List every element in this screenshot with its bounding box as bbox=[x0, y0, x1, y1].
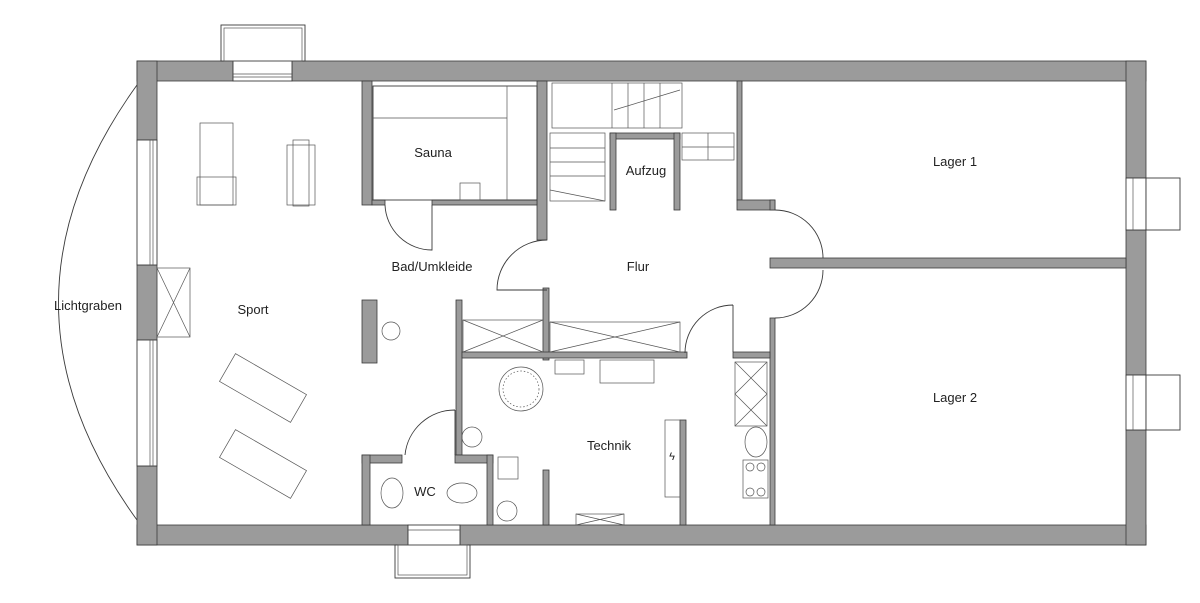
doors[interactable] bbox=[384, 204, 824, 456]
interior-walls bbox=[361, 80, 1127, 526]
room-label-wc: WC bbox=[414, 484, 436, 499]
windows bbox=[136, 24, 1181, 579]
staircase bbox=[549, 82, 735, 202]
room-label-lager-2: Lager 2 bbox=[933, 390, 977, 405]
fixtures: ϟ bbox=[196, 122, 769, 522]
room-label-sauna: Sauna bbox=[414, 145, 452, 160]
room-label-flur: Flur bbox=[627, 259, 650, 274]
outer-walls bbox=[136, 60, 1147, 546]
room-label-lichtgraben: Lichtgraben bbox=[54, 298, 122, 313]
electric-icon: ϟ bbox=[669, 451, 675, 463]
sauna-bench bbox=[372, 85, 538, 201]
room-label-aufzug: Aufzug bbox=[626, 163, 666, 178]
room-label-bad-umkleide: Bad/Umkleide bbox=[392, 259, 473, 274]
room-label-sport: Sport bbox=[237, 302, 268, 317]
room-label-lager-1: Lager 1 bbox=[933, 154, 977, 169]
light-well-arc bbox=[58, 84, 138, 521]
room-label-technik: Technik bbox=[587, 438, 632, 453]
cabinets bbox=[156, 267, 768, 526]
